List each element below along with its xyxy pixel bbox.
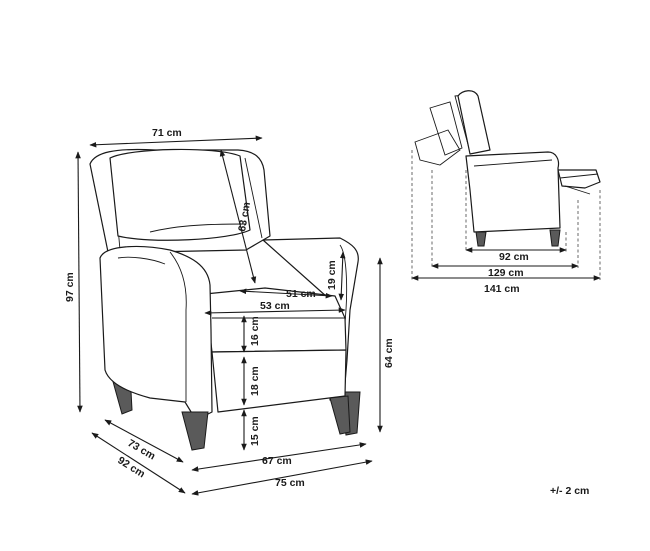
side-dimension-lines: [411, 247, 601, 281]
label-seat-width: 53 cm: [260, 300, 290, 312]
label-width-total: 75 cm: [275, 477, 305, 489]
label-backrest-diag: 63 cm: [236, 201, 253, 232]
label-armrest-height: 19 cm: [326, 260, 338, 290]
front-panel: [211, 349, 347, 413]
label-width-top: 71 cm: [152, 127, 182, 139]
front-left-leg: [181, 411, 209, 451]
left-armrest: [99, 245, 213, 421]
front-dimension-lines: [75, 135, 383, 496]
side-back-leg: [549, 229, 561, 247]
label-seat-total-height: 64 cm: [383, 338, 395, 368]
label-seat-cushion: 16 cm: [249, 316, 261, 346]
front-right-leg: [329, 395, 351, 435]
side-backrest: [457, 90, 491, 155]
seat-cushion: [204, 287, 347, 353]
tolerance-note: +/- 2 cm: [550, 485, 589, 497]
label-depth-mid: 129 cm: [488, 267, 524, 279]
label-depth-upright: 92 cm: [499, 251, 529, 263]
side-body: [465, 151, 561, 233]
label-seat-front: 18 cm: [249, 366, 261, 396]
side-footrest: [557, 169, 601, 189]
label-leg-height: 15 cm: [249, 416, 261, 446]
label-total-height: 97 cm: [64, 272, 76, 302]
side-front-leg: [475, 231, 487, 247]
label-width-base: 67 cm: [262, 455, 292, 467]
side-view-recliner: [411, 90, 601, 280]
label-depth-reclined: 141 cm: [484, 283, 520, 295]
front-view-armchair: [89, 148, 361, 451]
label-seat-width-back: 51 cm: [286, 288, 316, 300]
